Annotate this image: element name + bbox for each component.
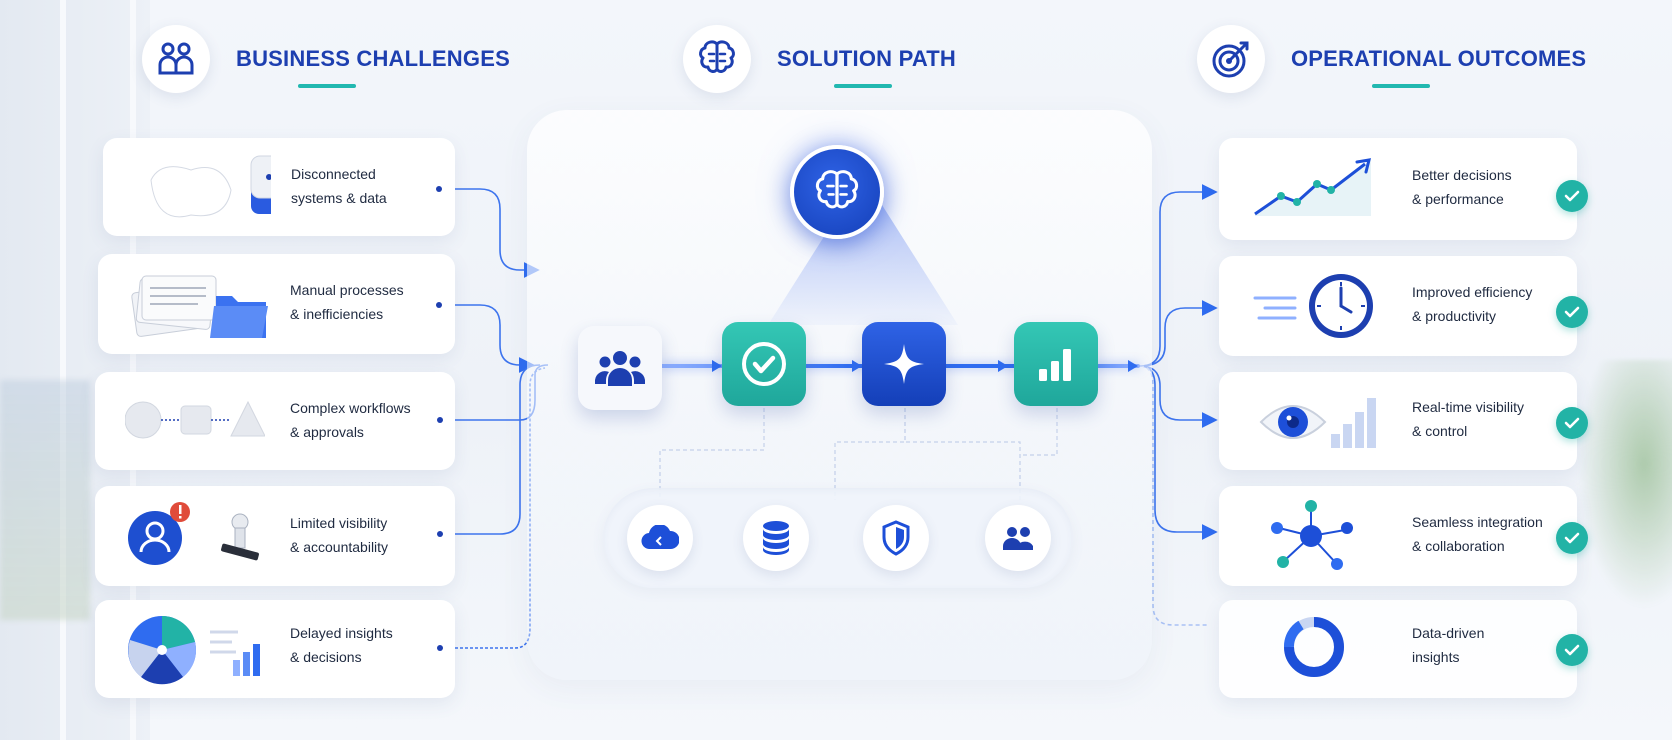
challenge-line1: Complex workflows xyxy=(290,400,411,416)
checkmark-icon xyxy=(1564,417,1580,429)
connector-dot xyxy=(437,417,443,423)
team-icon xyxy=(595,351,645,386)
brain-icon xyxy=(683,25,751,93)
outcome-line2: & performance xyxy=(1412,191,1504,207)
pie-chart-icon xyxy=(128,616,260,685)
shapes-workflow-icon xyxy=(125,400,265,439)
people-group-icon xyxy=(142,25,210,93)
header-business-challenges: BUSINESS CHALLENGES xyxy=(142,25,510,93)
check-badge xyxy=(1556,634,1588,666)
outcome-line2: & control xyxy=(1412,423,1468,439)
challenge-line2: systems & data xyxy=(291,190,387,206)
challenge-line1: Disconnected xyxy=(291,166,376,182)
outcome-line2: & productivity xyxy=(1412,308,1497,324)
outcome-line1: Real-time visibility xyxy=(1412,399,1525,415)
background-city xyxy=(0,380,90,620)
outcome-card[interactable]: Seamless integration & collaboration xyxy=(1219,486,1588,586)
header-title: BUSINESS CHALLENGES xyxy=(236,46,510,71)
brain-core-node[interactable] xyxy=(790,145,884,239)
header-underline xyxy=(298,84,356,88)
brain-icon xyxy=(815,170,859,209)
header-title: SOLUTION PATH xyxy=(777,46,956,71)
challenge-line2: & accountability xyxy=(290,539,389,555)
outcome-line1: Better decisions xyxy=(1412,167,1512,183)
tray-item-cloud[interactable] xyxy=(627,505,693,571)
checkmark-icon xyxy=(1564,190,1580,202)
target-icon xyxy=(1197,25,1265,93)
eye-bars-icon xyxy=(1259,398,1376,448)
check-badge xyxy=(1556,407,1588,439)
challenge-line2: & decisions xyxy=(290,649,362,665)
challenge-line2: & inefficiencies xyxy=(290,306,384,322)
bar-chart-icon xyxy=(1039,349,1071,381)
connector-dot xyxy=(437,531,443,537)
donut-chart-icon xyxy=(1284,617,1344,677)
database-icon xyxy=(763,521,789,555)
challenge-line1: Manual processes xyxy=(290,282,404,298)
checkmark-icon xyxy=(1564,306,1580,318)
header-operational-outcomes: OPERATIONAL OUTCOMES xyxy=(1197,25,1586,93)
checkmark-icon xyxy=(1564,532,1580,544)
check-badge xyxy=(1556,180,1588,212)
flow-node-check[interactable] xyxy=(722,322,806,406)
challenge-card[interactable]: Limited visibility & accountability xyxy=(95,486,455,586)
header-solution-path: SOLUTION PATH xyxy=(683,25,956,93)
check-circle-icon xyxy=(742,342,786,386)
connector-dot xyxy=(437,645,443,651)
challenge-line1: Delayed insights xyxy=(290,625,393,641)
clock-speed-icon xyxy=(1253,274,1373,338)
outcome-card[interactable]: Better decisions & performance xyxy=(1219,138,1588,240)
people-icon xyxy=(1003,527,1033,550)
challenge-card[interactable]: Disconnected systems & data xyxy=(103,138,455,236)
outcome-card[interactable]: Improved efficiency & productivity xyxy=(1219,256,1588,356)
user-alert-stamp-icon xyxy=(128,502,259,565)
challenge-card[interactable]: Delayed insights & decisions xyxy=(95,600,455,698)
check-badge xyxy=(1556,296,1588,328)
outcome-card[interactable]: Data-driven insights xyxy=(1219,600,1588,698)
outcome-card[interactable]: Real-time visibility & control xyxy=(1219,372,1588,470)
flow-node-sparkle[interactable] xyxy=(862,322,946,406)
header-underline xyxy=(834,84,892,88)
flow-node-team[interactable] xyxy=(578,326,662,410)
outcome-line1: Seamless integration xyxy=(1412,514,1543,530)
outcome-line1: Data-driven xyxy=(1412,625,1485,641)
outcome-line2: insights xyxy=(1412,649,1460,665)
tray-item-shield[interactable] xyxy=(863,505,929,571)
challenge-card[interactable]: Complex workflows & approvals xyxy=(95,372,455,470)
outcome-line1: Improved efficiency xyxy=(1412,284,1533,300)
shield-icon xyxy=(882,520,910,556)
connector-dot xyxy=(436,302,442,308)
cloud-icon xyxy=(641,525,679,550)
checkmark-icon xyxy=(1564,644,1580,656)
papers-folder-icon xyxy=(131,275,268,338)
challenge-line1: Limited visibility xyxy=(290,515,388,531)
network-nodes-icon xyxy=(1271,500,1353,570)
flow-node-bar-chart[interactable] xyxy=(1014,322,1098,406)
chat-bubbles-icon xyxy=(150,155,271,218)
sparkle-icon xyxy=(884,344,924,384)
trend-line-icon xyxy=(1254,158,1372,216)
check-badge xyxy=(1556,522,1588,554)
connector-dot xyxy=(436,186,442,192)
header-title: OPERATIONAL OUTCOMES xyxy=(1291,46,1587,71)
background-plant xyxy=(1572,360,1672,620)
tray-item-people[interactable] xyxy=(985,505,1051,571)
header-underline xyxy=(1372,84,1430,88)
tray-item-database[interactable] xyxy=(743,505,809,571)
outcome-line2: & collaboration xyxy=(1412,538,1505,554)
challenge-card[interactable]: Manual processes & inefficiencies xyxy=(98,254,455,354)
challenge-line2: & approvals xyxy=(290,424,364,440)
